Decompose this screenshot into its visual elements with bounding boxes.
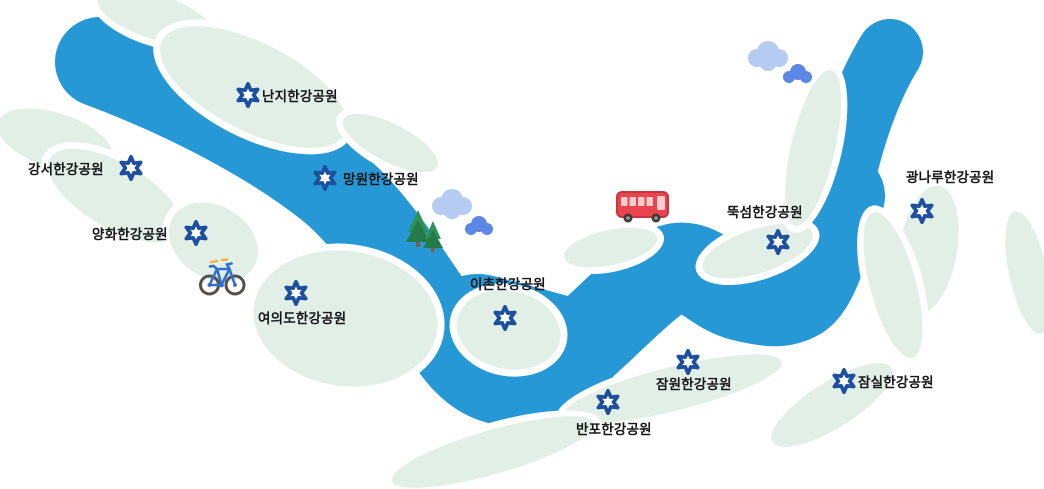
park-marker-icon[interactable] xyxy=(675,349,701,375)
park-label[interactable]: 여의도한강공원 xyxy=(258,311,347,326)
park-label[interactable]: 광나루한강공원 xyxy=(906,170,995,185)
park-marker-icon[interactable] xyxy=(312,165,338,191)
park-label[interactable]: 잠원한강공원 xyxy=(656,377,732,392)
park-label[interactable]: 잠실한강공원 xyxy=(858,375,934,390)
park-marker-icon[interactable] xyxy=(235,82,261,108)
park-marker-icon[interactable] xyxy=(909,198,935,224)
park-label[interactable]: 이촌한강공원 xyxy=(470,277,546,292)
park-marker-icon[interactable] xyxy=(492,305,518,331)
park-label[interactable]: 강서한강공원 xyxy=(28,162,104,177)
park-label[interactable]: 뚝섬한강공원 xyxy=(727,205,803,220)
park-marker-icon[interactable] xyxy=(118,155,144,181)
park-label[interactable]: 반포한강공원 xyxy=(576,422,652,437)
park-label[interactable]: 망원한강공원 xyxy=(343,172,419,187)
river-northeast-limb xyxy=(803,19,923,238)
park-marker-icon[interactable] xyxy=(595,389,621,415)
park-marker-icon[interactable] xyxy=(765,229,791,255)
park-marker-icon[interactable] xyxy=(831,368,857,394)
park-label[interactable]: 양화한강공원 xyxy=(92,227,168,242)
park-marker-icon[interactable] xyxy=(183,220,209,246)
park-marker-icon[interactable] xyxy=(283,280,309,306)
park-label[interactable]: 난지한강공원 xyxy=(262,89,338,104)
